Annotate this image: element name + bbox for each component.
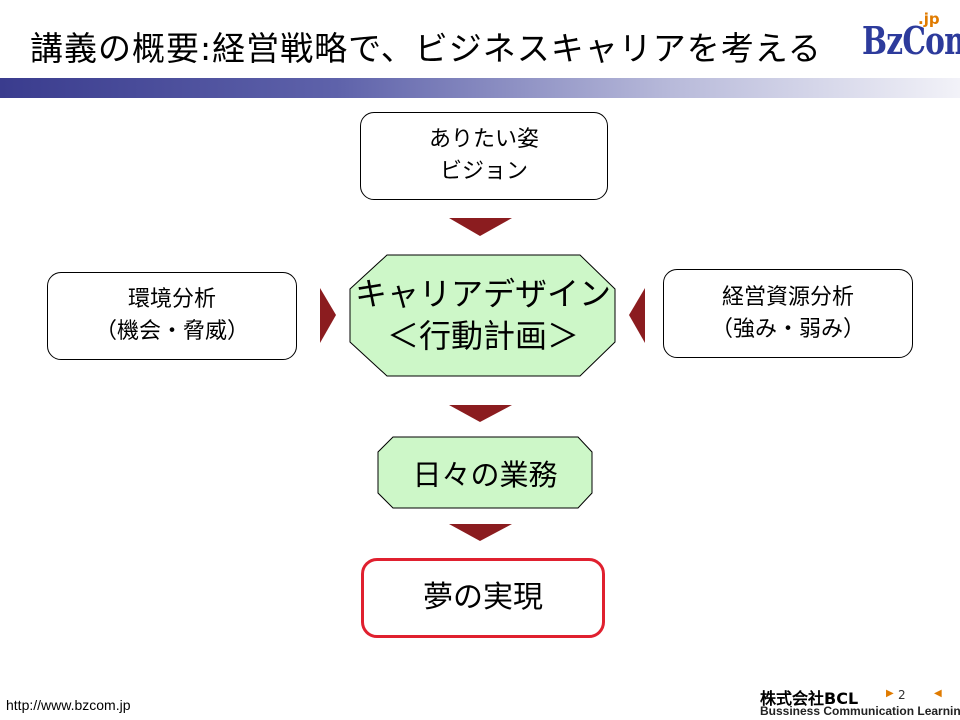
right-arrow-env bbox=[320, 288, 336, 343]
down-arrow-3 bbox=[449, 524, 512, 541]
logo-suffix-text: .jp bbox=[918, 10, 940, 28]
prev-slide-icon[interactable]: ▶ bbox=[886, 688, 894, 699]
down-arrow-1 bbox=[449, 218, 512, 236]
company-name: 株式会社BCL bbox=[760, 689, 859, 708]
daily-work-shape bbox=[377, 436, 593, 509]
title-divider-bar bbox=[0, 78, 960, 98]
dream-label: 夢の実現 bbox=[423, 580, 543, 615]
next-slide-icon[interactable]: ◀ bbox=[934, 688, 942, 699]
left-arrow-res bbox=[629, 288, 645, 343]
environment-analysis-box: 環境分析 （機会・脅威） bbox=[47, 272, 297, 360]
bzcom-logo: BzCom .jp bbox=[862, 10, 960, 72]
vision-line1: ありたい姿 bbox=[428, 127, 539, 152]
environment-line1: 環境分析 bbox=[127, 287, 216, 312]
footer-url: http://www.bzcom.jp bbox=[6, 697, 131, 713]
slide-title: 講義の概要:経営戦略で、ビジネスキャリアを考える bbox=[30, 29, 822, 68]
career-design-line2: ＜行動計画＞ bbox=[386, 317, 579, 355]
career-design-label: キャリアデザイン ＜行動計画＞ bbox=[350, 275, 616, 355]
logo-main-text: BzCom bbox=[862, 18, 960, 63]
down-arrow-2 bbox=[449, 405, 512, 422]
company-tagline: Bussiness Communication Learning bbox=[760, 704, 960, 718]
environment-line2: （機会・脅威） bbox=[94, 319, 249, 344]
footer-brand: 株式会社BCL Bussiness Communication Learning bbox=[760, 685, 960, 720]
resources-line1: 経営資源分析 bbox=[721, 284, 854, 310]
page-number: 2 bbox=[898, 688, 906, 702]
resource-analysis-box: 経営資源分析 （強み・弱み） bbox=[663, 269, 913, 358]
career-design-octagon bbox=[349, 254, 616, 377]
vision-line2: ビジョン bbox=[439, 159, 528, 184]
resources-line2: （強み・弱み） bbox=[710, 316, 865, 342]
daily-work-label: 日々の業務 bbox=[412, 457, 558, 492]
vision-box: ありたい姿 ビジョン bbox=[360, 112, 608, 200]
dream-realization-box: 夢の実現 bbox=[361, 558, 605, 638]
career-design-line1: キャリアデザイン bbox=[354, 275, 611, 313]
